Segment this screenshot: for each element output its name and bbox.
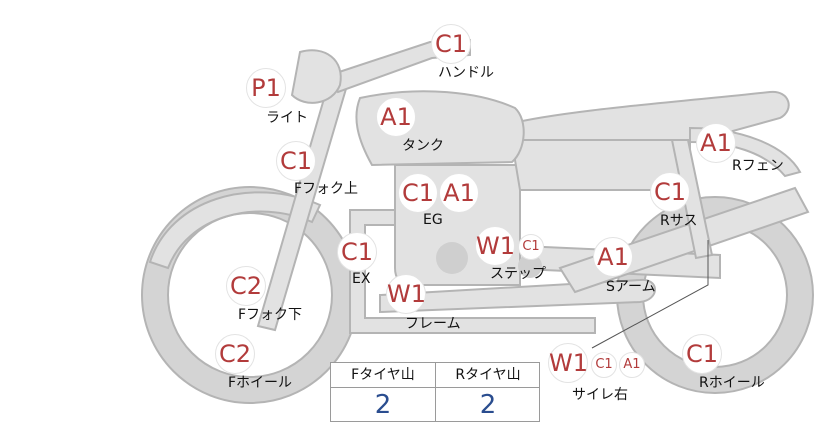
seat-shape bbox=[504, 90, 790, 141]
engine-badge-c1[interactable]: C1 bbox=[398, 173, 438, 213]
light-badge[interactable]: P1 bbox=[246, 68, 286, 108]
rear-tread-value[interactable]: 2 bbox=[479, 390, 497, 420]
fork-lower-label: Fフォク下 bbox=[238, 307, 303, 323]
front-tread-value[interactable]: 2 bbox=[374, 390, 392, 420]
muffler-right-label: サイレ右 bbox=[572, 387, 628, 403]
step-badge-c1[interactable]: C1 bbox=[518, 234, 544, 260]
front-wheel-label: Fホイール bbox=[228, 375, 293, 391]
rear-shock-shape bbox=[670, 139, 714, 260]
rear-wheel-label: Rホイール bbox=[699, 375, 765, 391]
frame-badge[interactable]: W1 bbox=[386, 274, 426, 314]
engine-cover-shape bbox=[436, 242, 468, 274]
tank-badge[interactable]: A1 bbox=[376, 97, 416, 137]
front-wheel-badge[interactable]: C2 bbox=[215, 334, 255, 374]
swingarm-badge[interactable]: A1 bbox=[593, 237, 633, 277]
tank-label: タンク bbox=[402, 138, 444, 154]
step-peg-shape bbox=[518, 254, 542, 278]
exhaust-label: EX bbox=[352, 271, 371, 287]
handle-label: ハンドル bbox=[438, 65, 494, 81]
step-badge-w1[interactable]: W1 bbox=[475, 226, 515, 266]
engine-label: EG bbox=[423, 212, 443, 228]
muffler-right-badge-c1[interactable]: C1 bbox=[591, 352, 617, 378]
frame-label: フレーム bbox=[405, 316, 461, 332]
rear-fender-label: Rフェン bbox=[732, 158, 784, 174]
light-label: ライト bbox=[266, 110, 308, 126]
rear-shock-label: Rサス bbox=[660, 213, 698, 229]
exhaust-badge[interactable]: C1 bbox=[337, 232, 377, 272]
muffler-right-badge-w1[interactable]: W1 bbox=[548, 343, 588, 383]
front-tread-header: Fタイヤ山 bbox=[331, 363, 435, 388]
handle-badge[interactable]: C1 bbox=[431, 24, 471, 64]
engine-badge-a1[interactable]: A1 bbox=[439, 173, 479, 213]
fork-upper-label: Fフォク上 bbox=[294, 181, 359, 197]
rear-fender-badge[interactable]: A1 bbox=[696, 123, 736, 163]
rear-wheel-badge[interactable]: C1 bbox=[682, 334, 722, 374]
front-tread-column: Fタイヤ山 2 bbox=[331, 363, 436, 421]
tread-depth-table: Fタイヤ山 2 Rタイヤ山 2 bbox=[330, 362, 540, 422]
fork-lower-badge[interactable]: C2 bbox=[226, 266, 266, 306]
rear-tread-header: Rタイヤ山 bbox=[436, 363, 540, 388]
swingarm-label: Sアーム bbox=[606, 279, 656, 295]
muffler-right-badge-a1[interactable]: A1 bbox=[619, 352, 645, 378]
front-fender-shape bbox=[148, 191, 322, 270]
rear-tread-column: Rタイヤ山 2 bbox=[436, 363, 540, 421]
headlight-shape bbox=[290, 49, 342, 104]
step-label: ステップ bbox=[490, 266, 546, 282]
fork-upper-badge[interactable]: C1 bbox=[276, 141, 316, 181]
rear-shock-badge[interactable]: C1 bbox=[650, 172, 690, 212]
muffler-right-leader bbox=[591, 240, 709, 349]
